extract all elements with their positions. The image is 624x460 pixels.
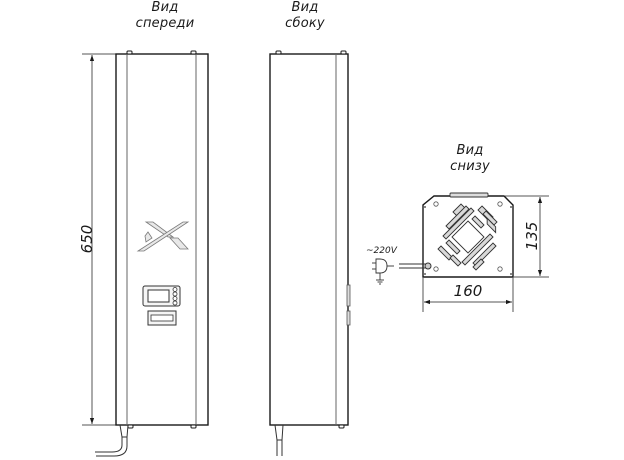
bottom-view-title: Вид снизу	[425, 143, 515, 175]
front-bottom-foot-left	[127, 424, 134, 429]
depth-dimension-label: 135	[523, 221, 541, 251]
side-panel-protrusion-2	[346, 310, 351, 326]
height-dimension-line	[82, 53, 116, 426]
width-dimension-line	[422, 277, 514, 312]
front-top-mount-right	[190, 50, 197, 55]
control-button-3	[172, 296, 178, 301]
bottom-view	[372, 192, 549, 312]
side-power-cable	[274, 424, 284, 456]
side-view-title-line2: сбоку	[285, 16, 325, 31]
width-dimension-label: 160	[453, 282, 483, 300]
front-view-title-line2: спереди	[135, 16, 195, 31]
side-view-title-line1: Вид	[291, 0, 319, 15]
depth-dimension-line	[505, 195, 549, 278]
side-top-mount-left	[275, 50, 282, 55]
front-view	[82, 50, 209, 457]
bottom-view-title-line1: Вид	[456, 143, 484, 158]
display-screen	[147, 289, 170, 303]
bottom-top-tab	[449, 192, 489, 198]
front-view-title: Вид спереди	[120, 0, 210, 32]
front-top-mount-left	[126, 50, 133, 55]
screw-bottom-right	[497, 266, 503, 272]
front-view-title-line1: Вид	[151, 0, 179, 15]
control-panel	[142, 285, 181, 326]
power-switch	[150, 314, 174, 322]
screw-top-right	[497, 201, 503, 207]
power-plug-icon	[372, 258, 394, 285]
x-logo-icon	[136, 221, 190, 252]
front-bottom-foot-right	[190, 424, 197, 429]
front-body-outline	[115, 53, 209, 426]
front-power-cable	[95, 424, 129, 457]
side-bottom-foot	[338, 424, 345, 429]
bottom-view-title-line2: снизу	[450, 159, 490, 174]
bottom-power-cable	[399, 262, 432, 270]
side-view	[269, 50, 351, 456]
control-button-2	[172, 291, 178, 297]
vent-grille	[437, 203, 498, 271]
screw-top-left	[433, 201, 439, 207]
side-panel-protrusion-1	[346, 284, 351, 307]
vent-center-opening	[451, 220, 485, 254]
height-dimension-label: 650	[78, 224, 96, 254]
screw-bottom-left	[433, 266, 439, 272]
side-body-outline	[269, 53, 349, 426]
side-view-title: Вид сбоку	[260, 0, 350, 32]
control-button-1	[172, 287, 178, 292]
control-button-4	[172, 300, 178, 306]
voltage-label: ~220V	[366, 246, 397, 256]
side-top-mount-right	[340, 50, 347, 55]
